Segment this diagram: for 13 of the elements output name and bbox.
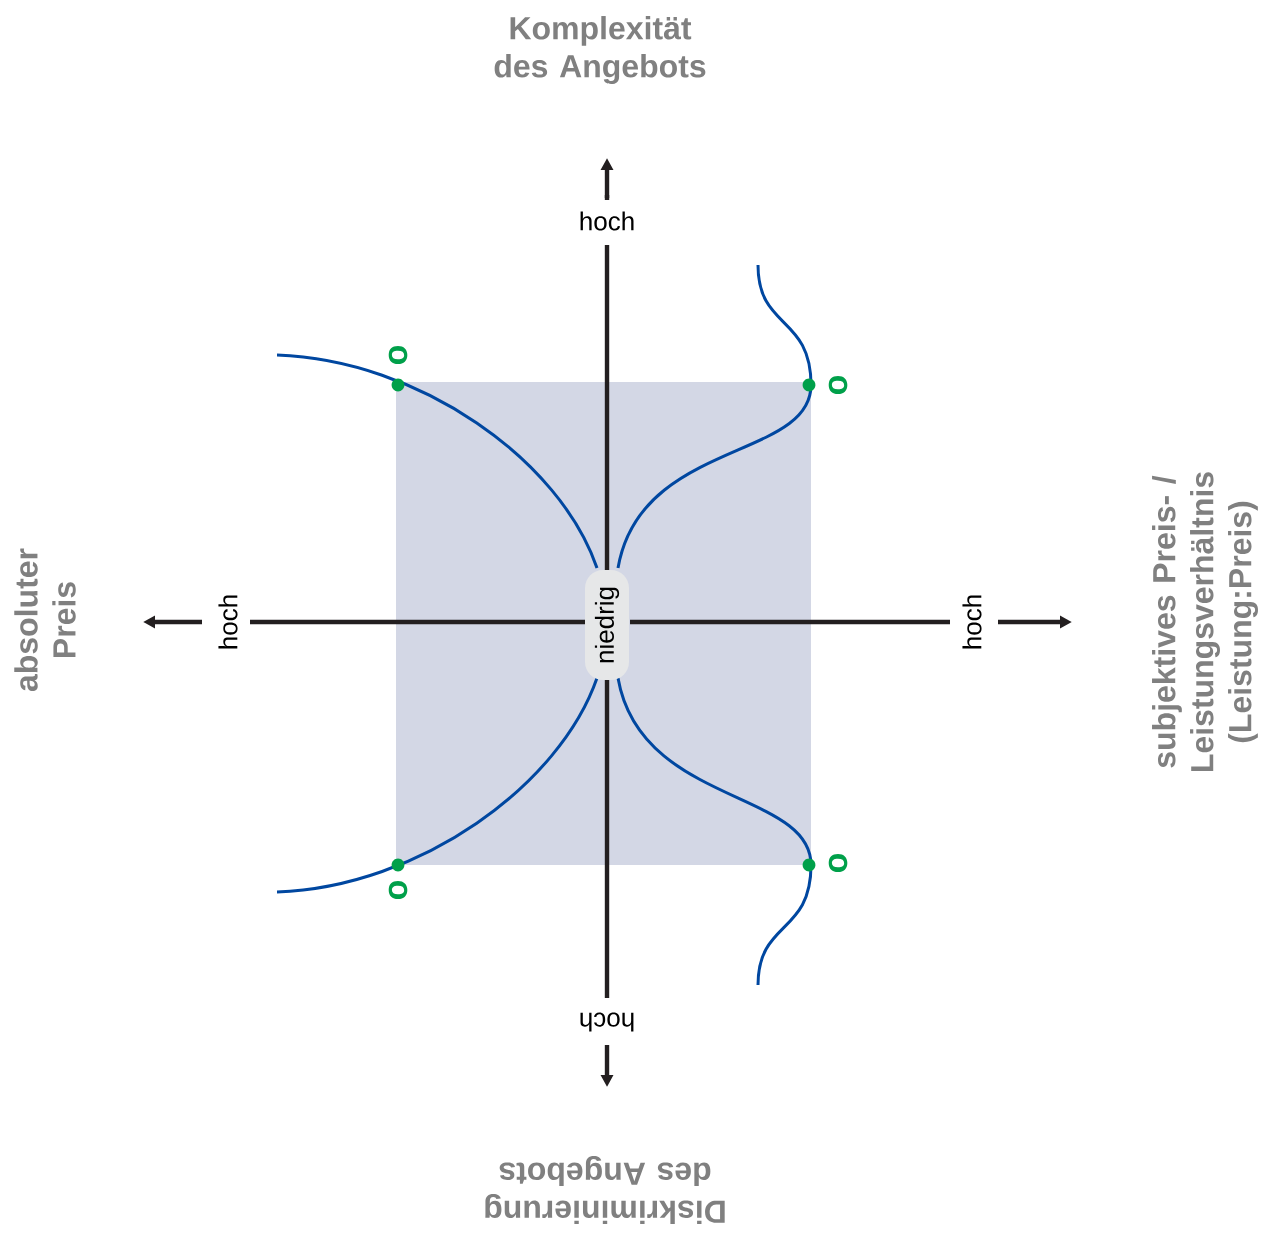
point-marker: o [828, 375, 848, 395]
axis-label: hoch [580, 1012, 634, 1032]
point-marker: o [388, 880, 408, 900]
axis-title: subjektives Preis- / Leistungsverhältnis (Leistung:Preis) [1152, 472, 1258, 772]
axis-title: absoluter Preis [14, 548, 76, 692]
point-marker: o [388, 345, 408, 365]
axis-label: hoch [218, 595, 238, 649]
axis-title: Diskriminierung des Angebots [485, 1156, 725, 1224]
axis-label: hoch [962, 595, 982, 649]
point-marker: o [828, 853, 848, 873]
value-box: niedrig [585, 570, 629, 680]
axis-title: Komplexität des Angebots [494, 16, 706, 84]
axis-label: hoch [580, 211, 634, 231]
